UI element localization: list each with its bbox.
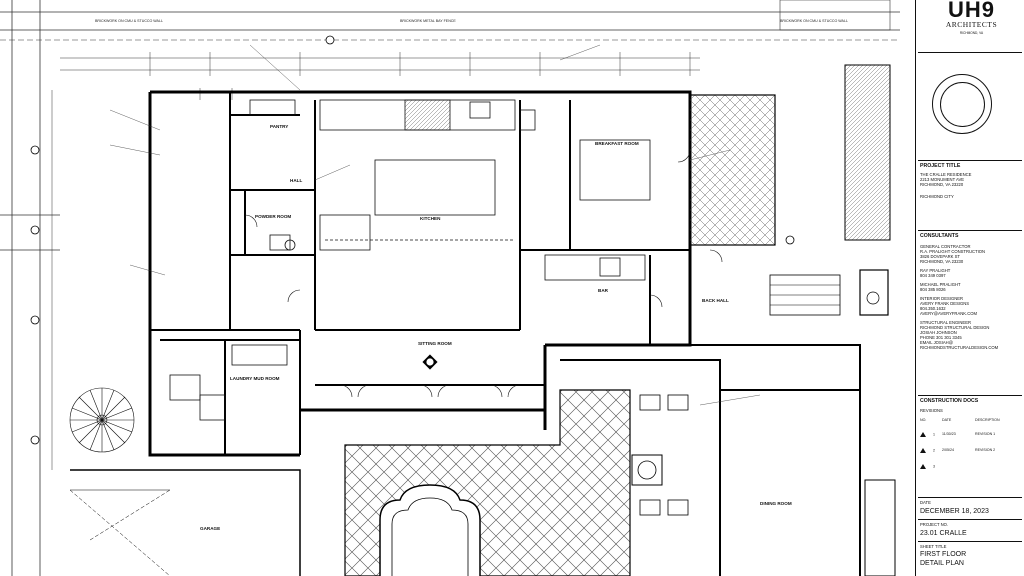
interior-phone: 804.350.1632	[920, 306, 946, 311]
structural-email: EMAIL JOSIAH@	[920, 340, 953, 345]
rev-col-no: NO.	[920, 418, 927, 422]
revision-triangle-icon	[920, 448, 926, 453]
gc-line-2: 3826 DOVEPARK ST	[920, 254, 960, 259]
gc-line-1: R.A. PRALIGHT CONSTRUCTION	[920, 249, 986, 254]
project-line-2: 2213 MONUMENT AVE	[920, 177, 965, 182]
terrace	[344, 64, 891, 576]
room-laundry: LAUNDRY MUD ROOM	[230, 376, 280, 381]
room-pantry: PANTRY	[270, 124, 288, 129]
rev2-no: 2	[933, 448, 935, 453]
architect-seal-icon	[932, 74, 992, 134]
kitchen-casework	[169, 99, 651, 421]
revision-row: 1 11/30/23 REVISION 1	[920, 432, 1020, 437]
sheet-title-line-1: FIRST FLOOR	[920, 551, 967, 558]
revision-header-row: NO. DATE DESCRIPTION	[920, 418, 1020, 422]
garage	[69, 469, 301, 576]
revision-triangle-icon	[920, 432, 926, 437]
rev1-desc: REVISION 1	[975, 432, 996, 436]
structural-contact: JOSIAH JOHNSON	[920, 330, 957, 335]
gc-contact-2: MICHAEL PRALIGHT	[920, 282, 961, 287]
rev-col-date: DATE	[942, 418, 952, 422]
wall-note-center: BRICKWORK METAL BAY FENCE	[400, 19, 456, 23]
room-sitting: SITTING ROOM	[418, 341, 452, 346]
revision-row: 2 2/05/24 REVISION 2	[920, 448, 1020, 453]
east-wing	[560, 269, 896, 576]
gc-line-3: RICHMOND, VA 23230	[920, 259, 964, 264]
structural-web: RICHMONDSTRUCTURALDESIGN.COM	[920, 345, 999, 350]
firm-logo: UH9 ARCHITECTS RICHMOND, VA	[924, 0, 1019, 35]
project-no-value: 23.01 CRALLE	[920, 530, 967, 537]
sheet-title-line-2: DETAIL PLAN	[920, 560, 964, 567]
title-block: UH9 ARCHITECTS RICHMOND, VA PROJECT TITL…	[915, 0, 1024, 576]
project-line-1: THE CRALLE RESIDENCE	[920, 172, 972, 177]
structural-line-1: RICHMOND STRUCTURAL DESIGN	[920, 325, 990, 330]
project-city: RICHMOND CITY	[920, 194, 954, 199]
revision-triangle-icon	[920, 464, 926, 469]
revisions-head: REVISIONS	[920, 408, 943, 413]
gc-phone-1: 804 349 0397	[920, 273, 946, 278]
date-head: DATE	[920, 500, 931, 505]
room-hall: HALL	[290, 178, 302, 183]
wall-note-left: BRICKWORK ON CMU & STUCCO WALL	[95, 19, 163, 23]
structural-head: STRUCTURAL ENGINEER	[920, 320, 972, 325]
interior-head: INTERIOR DESIGNER	[920, 296, 964, 301]
rev1-no: 1	[933, 432, 935, 437]
project-title-head: PROJECT TITLE	[920, 163, 961, 169]
section-markers	[30, 35, 795, 445]
rev-col-desc: DESCRIPTION	[975, 418, 1000, 422]
revision-row: 3	[920, 464, 1020, 469]
rev3-no: 3	[933, 464, 935, 469]
floor-plan-drawing: BRICKWORK ON CMU & STUCCO WALL BRICKWORK…	[0, 0, 900, 576]
dimension-strings	[51, 52, 700, 470]
gc-head: GENERAL CONTRACTOR	[920, 244, 971, 249]
sheet-title-head: SHEET TITLE	[920, 544, 947, 549]
room-garage: GARAGE	[200, 526, 220, 531]
interior-line-1: AVERY FRANK DESIGNS	[920, 301, 970, 306]
note-leaders	[109, 44, 761, 406]
floor-plan-svg: BRICKWORK ON CMU & STUCCO WALL BRICKWORK…	[0, 0, 900, 576]
rev2-date: 2/05/24	[942, 448, 954, 452]
gc-phone-2: 804 385 8026	[920, 287, 946, 292]
project-no-head: PROJECT NO.	[920, 522, 949, 527]
room-breakfast: BREAKFAST ROOM	[595, 141, 639, 146]
structural-phone: PHONE 301 301 3345	[920, 335, 962, 340]
date-value: DECEMBER 18, 2023	[920, 508, 989, 515]
room-back-hall: BACK HALL	[702, 298, 729, 303]
room-powder: POWDER ROOM	[255, 214, 291, 219]
gc-contact-1: RAY PRALIGHT	[920, 268, 951, 273]
spiral-stair	[69, 387, 135, 453]
wall-note-right: BRICKWORK ON CMU & STUCCO WALL	[780, 19, 848, 23]
site-lines	[0, 0, 900, 576]
room-kitchen: KITCHEN	[420, 216, 441, 221]
interior-email: AVERY@AVERYFRANK.COM	[920, 311, 977, 316]
construction-docs: CONSTRUCTION DOCS	[920, 398, 979, 404]
room-dining: DINING ROOM	[760, 501, 792, 506]
project-line-3: RICHMOND, VA 23220	[920, 182, 964, 187]
firm-address: RICHMOND, VA	[959, 31, 984, 35]
firm-name: ARCHITECTS	[945, 20, 998, 29]
rev2-desc: REVISION 2	[975, 448, 996, 452]
logo-mark: UH9	[947, 0, 995, 22]
interior-walls	[150, 92, 690, 455]
consultants-head: CONSULTANTS	[920, 233, 959, 239]
rev1-date: 11/30/23	[942, 432, 956, 436]
room-bar: BAR	[598, 288, 609, 293]
